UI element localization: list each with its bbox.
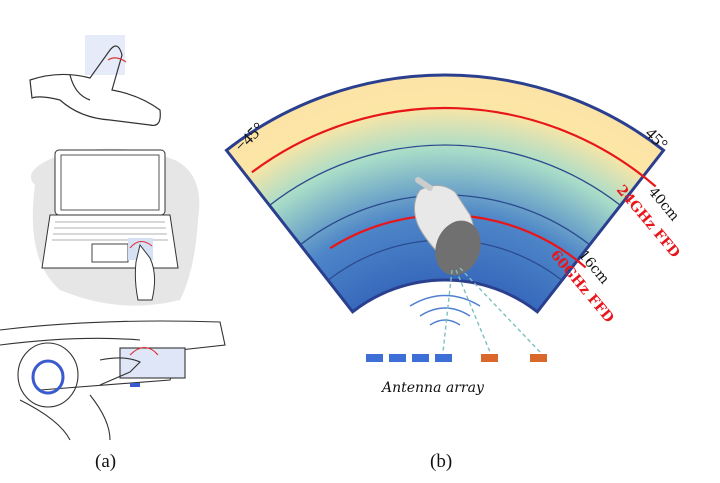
ffd-24ghz-line <box>251 106 657 188</box>
car-dashboard-sketch <box>0 320 226 441</box>
hand-model <box>414 177 481 276</box>
panel-a-label: (a) <box>95 451 116 472</box>
wrist-gesture-sketch <box>29 35 161 127</box>
range-ring <box>269 144 621 206</box>
antenna-array <box>366 354 547 362</box>
laptop-touchpad-sketch <box>30 148 200 306</box>
panel-b-label: (b) <box>430 451 452 472</box>
signal-waves <box>409 267 541 353</box>
antenna-array-label: Antenna array <box>380 380 485 396</box>
